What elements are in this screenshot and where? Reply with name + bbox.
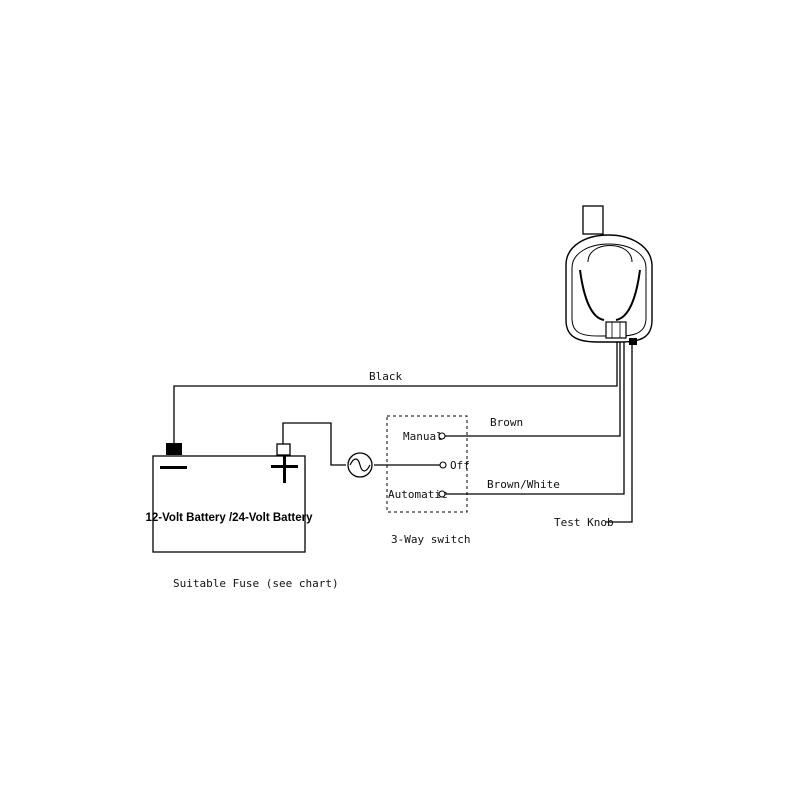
automatic-contact — [438, 490, 446, 498]
switch-enclosure — [386, 415, 468, 513]
manual-contact — [438, 432, 446, 440]
switch-automatic-label: Automatic — [388, 488, 448, 501]
black-wire — [173, 340, 618, 443]
fuse-icon — [347, 452, 373, 478]
test-knob-label: Test Knob — [554, 516, 614, 529]
brown-white-wire-label: Brown/White — [487, 478, 560, 491]
negative-terminal — [166, 443, 182, 455]
plus-icon — [271, 456, 298, 483]
minus-icon — [160, 466, 187, 469]
switch-off-label: Off — [450, 459, 470, 472]
positive-wire — [282, 422, 346, 466]
battery: 12-Volt Battery /24-Volt Battery — [145, 443, 313, 553]
battery-label: 12-Volt Battery /24-Volt Battery — [145, 512, 313, 524]
switch-manual-label: Manual — [403, 430, 443, 443]
fuse-caption: Suitable Fuse (see chart) — [173, 577, 339, 590]
black-wire-label: Black — [369, 370, 402, 383]
brown-white-wire — [442, 340, 625, 495]
brown-wire-label: Brown — [490, 416, 523, 429]
test-knob — [629, 338, 637, 345]
off-contact — [439, 461, 447, 469]
bilge-pump-icon — [565, 205, 653, 345]
three-way-switch: Manual Off Automatic 3-Way switch — [386, 415, 470, 546]
battery-body — [152, 455, 306, 553]
brown-wire — [442, 340, 621, 437]
switch-caption: 3-Way switch — [391, 533, 470, 546]
test-knob-leader — [606, 345, 633, 523]
positive-terminal — [276, 443, 291, 456]
